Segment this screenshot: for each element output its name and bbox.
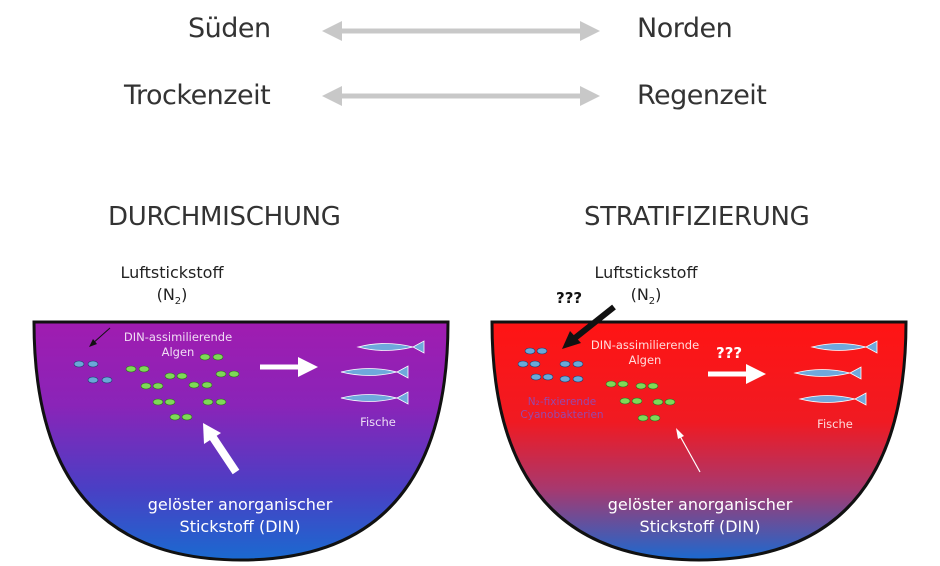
algae-label-line1: DIN-assimilierende (123, 330, 233, 344)
air-label-text: Luftstickstoff (120, 263, 224, 282)
heading-stratification: STRATIFIZIERUNG (584, 202, 810, 232)
atmospheric-nitrogen-label-right: Luftstickstoff (N2) (586, 262, 706, 313)
din-label-line1: gelöster anorganischer (607, 495, 793, 514)
atmospheric-nitrogen-label-left: Luftstickstoff (N2) (112, 262, 232, 313)
n2-open: (N (630, 285, 649, 304)
stratification-basin (490, 320, 908, 562)
din-label-line1: gelöster anorganischer (147, 495, 333, 514)
cyanobacteria-label: N₂-fixierende Cyanobakterien (507, 396, 617, 422)
din-label-line2: Stickstoff (DIN) (179, 517, 301, 536)
n2-close: ) (181, 285, 188, 304)
algae-label-left: DIN-assimilierende Algen (118, 330, 238, 360)
n2-input-arrow-right (562, 304, 616, 349)
fish-group-right (793, 340, 878, 406)
n2-subscript: 2 (648, 296, 656, 308)
unknown-fish-flux: ??? (716, 344, 743, 362)
din-uptake-arrow-right (676, 428, 701, 473)
din-label-left: gelöster anorganischer Stickstoff (DIN) (120, 494, 360, 538)
algae-label-line1: DIN-assimilierende (590, 338, 700, 352)
label-dry-season: Trockenzeit (124, 80, 271, 111)
double-arrow-dry-rainy (322, 86, 600, 106)
algae-cluster-right (605, 380, 676, 422)
cyanobacteria-cluster-right (517, 347, 584, 383)
mixing-basin (32, 320, 450, 562)
din-label-line2: Stickstoff (DIN) (639, 517, 761, 536)
label-north: Norden (637, 13, 733, 44)
din-label-right: gelöster anorganischer Stickstoff (DIN) (580, 494, 820, 538)
unknown-n2-flux: ??? (556, 289, 583, 307)
algae-label-right: DIN-assimilierende Algen (582, 338, 708, 368)
n2-formula-left: (N2) (112, 284, 232, 313)
algae-label-line2: Algen (161, 345, 195, 359)
algae-cluster-left (125, 353, 240, 421)
cyanobacteria-label-line1: N₂-fixierende (527, 396, 597, 408)
fish-label-left: Fische (360, 415, 396, 429)
algae-to-fish-arrow-left (260, 357, 318, 377)
n2-input-arrow-left (89, 327, 111, 347)
double-arrow-south-north (322, 21, 600, 41)
cyanobacteria-cluster-left (73, 360, 113, 384)
algae-to-fish-arrow-right (708, 364, 766, 384)
heading-mixing: DURCHMISCHUNG (108, 202, 341, 232)
algae-label-line2: Algen (628, 353, 662, 367)
n2-formula-right: (N2) (586, 284, 706, 313)
din-uptake-arrow-left (203, 423, 240, 475)
air-label-text: Luftstickstoff (594, 263, 698, 282)
fish-label-right: Fische (817, 417, 853, 431)
fish-group-left (340, 340, 425, 405)
n2-close: ) (655, 285, 662, 304)
label-rainy-season: Regenzeit (637, 80, 767, 111)
label-south: Süden (188, 13, 271, 44)
n2-open: (N (156, 285, 175, 304)
n2-subscript: 2 (174, 296, 182, 308)
cyanobacteria-label-line2: Cyanobakterien (520, 409, 604, 421)
